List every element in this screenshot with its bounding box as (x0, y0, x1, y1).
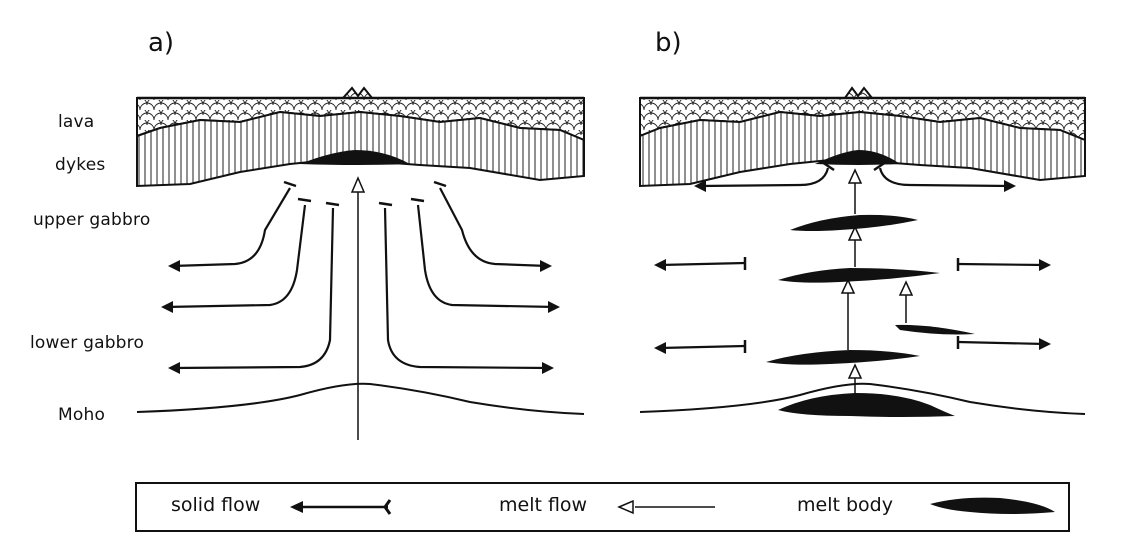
dyke-layer-a (136, 110, 585, 188)
label-moho: Moho (58, 405, 106, 425)
moho-line-b (639, 382, 1086, 415)
solid-flow-path (439, 187, 549, 268)
solid-flow-path (171, 187, 291, 268)
panel-a (136, 86, 585, 440)
panel-b (639, 86, 1086, 417)
label-lava: lava (58, 112, 95, 132)
solid-flow-path (164, 204, 307, 309)
solid-flow-path (416, 204, 557, 309)
panel-a-label: a) (148, 28, 175, 58)
legend-solid-flow-label: solid flow (171, 494, 261, 516)
melt-lens-a (300, 150, 410, 165)
melt-body (766, 350, 920, 365)
moho-line-a (136, 382, 585, 415)
legend-melt-body-shape (930, 497, 1055, 514)
panel-b-label: b) (655, 28, 682, 58)
legend-box: solid flow melt flow melt body (135, 482, 1070, 532)
melt-body (778, 268, 940, 283)
legend-melt-flow-label: melt flow (499, 494, 588, 516)
melt-body (790, 214, 918, 231)
label-lower-gabbro: lower gabbro (30, 333, 145, 353)
label-upper-gabbro: upper gabbro (33, 210, 151, 230)
legend-melt-body-label: melt body (797, 494, 893, 516)
solid-flow-path (171, 207, 335, 370)
melt-body (778, 393, 955, 417)
dyke-layer-b (639, 110, 1086, 188)
solid-flow-path (383, 207, 551, 370)
legend-graphics (290, 497, 1055, 515)
melt-lens-b (815, 150, 900, 165)
label-dykes: dykes (55, 155, 106, 175)
melt-body (895, 324, 975, 335)
